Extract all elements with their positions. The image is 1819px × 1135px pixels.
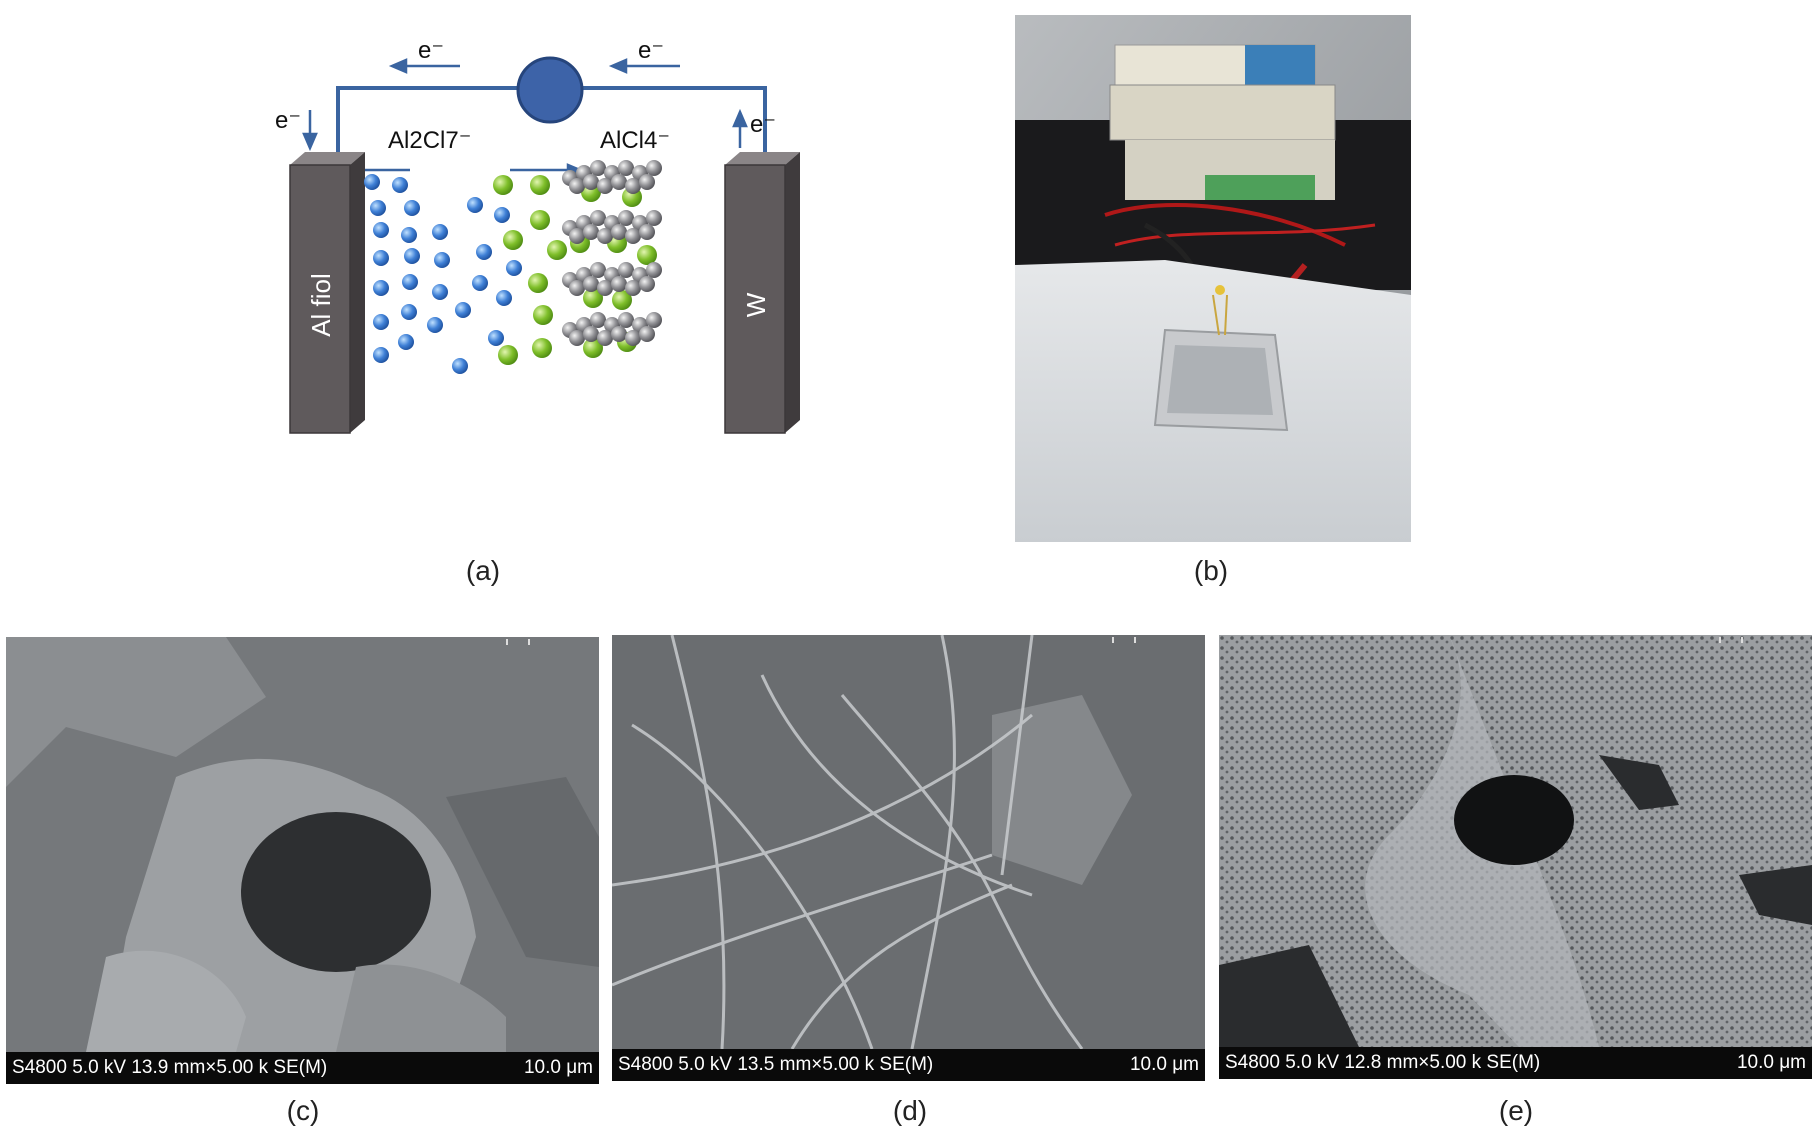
al-foil-label: Al fiol (306, 273, 336, 337)
sem-info-bar: S4800 5.0 kV 13.9 mm×5.00 k SE(M) 10.0 μ… (6, 1052, 599, 1084)
scale-ticks (506, 639, 539, 645)
sem-meta: S4800 5.0 kV 12.8 mm×5.00 k SE(M) (1225, 1052, 1541, 1073)
sem-info-bar: S4800 5.0 kV 13.5 mm×5.00 k SE(M) 10.0 μ… (612, 1049, 1205, 1081)
caption-e: (e) (1498, 1095, 1534, 1126)
electron-label: e⁻ (275, 107, 301, 134)
caption-d: (d) (892, 1095, 928, 1126)
load-circle (516, 56, 584, 124)
electron-label: e⁻ (638, 37, 664, 64)
scale-ticks (1112, 637, 1145, 643)
circuit-wire (336, 86, 767, 155)
graphite-layers (562, 160, 662, 346)
battery-schematic: e⁻ e⁻ e⁻ e⁻ Al2Cl7⁻ AlCl4⁻ Al fiol W (275, 37, 800, 434)
w-label: W (741, 292, 771, 317)
scale-ticks (1719, 637, 1752, 643)
w-electrode: W (724, 152, 800, 434)
sem-image-d: S4800 5.0 kV 13.5 mm×5.00 k SE(M) 10.0 μ… (612, 635, 1205, 1081)
caption-b: (b) (1193, 555, 1229, 586)
scale-bar-label: 10.0 μm (1736, 1052, 1806, 1073)
anion-right-label: AlCl4⁻ (600, 127, 670, 154)
scale-bar-label: 10.0 μm (1129, 1054, 1199, 1075)
scale-bar-label: 10.0 μm (523, 1057, 593, 1078)
electron-label: e⁻ (750, 111, 776, 138)
caption-a: (a) (465, 555, 501, 586)
caption-c: (c) (286, 1095, 320, 1126)
sem-info-bar: S4800 5.0 kV 12.8 mm×5.00 k SE(M) 10.0 μ… (1219, 1047, 1812, 1079)
electron-arrow-icon (302, 58, 748, 177)
sem-image-e: S4800 5.0 kV 12.8 mm×5.00 k SE(M) 10.0 μ… (1219, 635, 1812, 1079)
electron-label: e⁻ (418, 37, 444, 64)
device-photo (1015, 15, 1411, 542)
sem-image-c: S4800 5.0 kV 13.9 mm×5.00 k SE(M) 10.0 μ… (6, 637, 599, 1084)
anion-left-label: Al2Cl7⁻ (388, 127, 471, 154)
blue-ions (364, 174, 522, 374)
sem-meta: S4800 5.0 kV 13.5 mm×5.00 k SE(M) (618, 1054, 934, 1075)
al-foil-electrode: Al fiol (289, 152, 365, 434)
sem-meta: S4800 5.0 kV 13.9 mm×5.00 k SE(M) (12, 1057, 328, 1078)
